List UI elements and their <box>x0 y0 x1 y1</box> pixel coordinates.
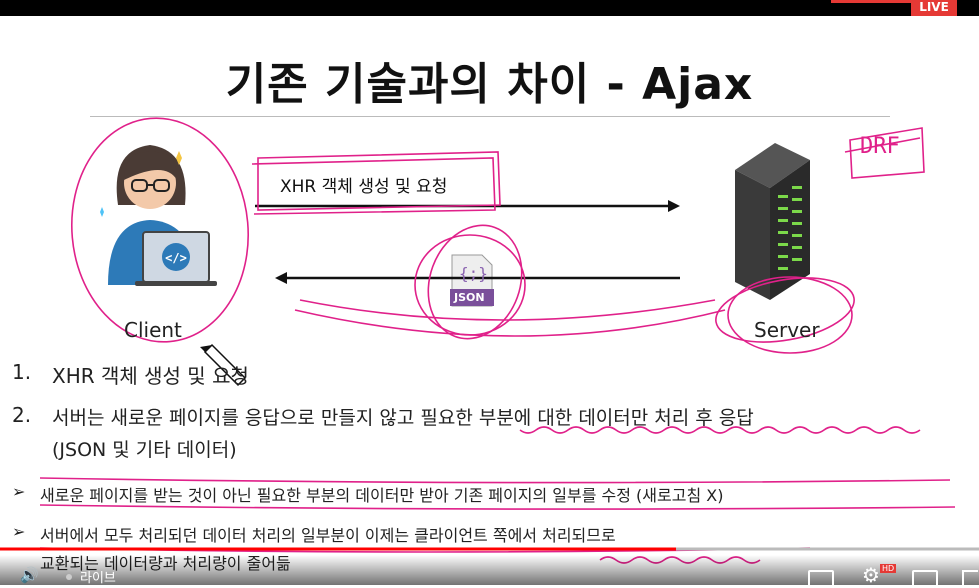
live-badge: LIVE <box>911 0 957 16</box>
bullet-mark-2: ➢ <box>12 522 26 541</box>
drf-annotation: DRF <box>860 134 900 159</box>
live-dot <box>66 574 72 580</box>
json-symbol: {;} <box>459 264 488 283</box>
bullet-2: 서버에서 모두 처리되던 데이터 처리의 일부분이 이제는 클라이언트 쪽에서 … <box>40 526 616 545</box>
title-divider <box>90 116 890 117</box>
hd-badge: HD <box>880 564 897 573</box>
subtitles-icon[interactable] <box>808 570 834 588</box>
list-number-2: 2. <box>12 403 32 427</box>
settings-icon[interactable]: ⚙ <box>862 563 880 587</box>
client-icon: </> <box>100 145 217 286</box>
json-file-icon <box>450 254 494 307</box>
server-label: Server <box>754 318 820 342</box>
live-label[interactable]: 라이브 <box>80 571 116 586</box>
pencil-cursor-icon <box>200 343 247 387</box>
live-strip <box>831 0 911 3</box>
client-label: Client <box>124 318 182 342</box>
bullet-mark-1: ➢ <box>12 482 26 501</box>
server-icon <box>735 143 810 300</box>
bullet-1: 새로운 페이지를 받는 것이 아닌 필요한 부분의 데이터만 받아 기존 페이지… <box>40 486 724 505</box>
slide-title: 기존 기술과의 차이 - Ajax <box>225 59 754 110</box>
json-label: JSON <box>454 291 485 304</box>
list-number-1: 1. <box>12 360 32 384</box>
list-item-1: XHR 객체 생성 및 요청 <box>52 364 249 388</box>
svg-text:</>: </> <box>165 251 187 265</box>
volume-icon[interactable]: 🔊 <box>20 566 39 584</box>
video-top-bar <box>0 0 979 16</box>
list-item-2: 서버는 새로운 페이지를 응답으로 만들지 않고 필요한 부분에 대한 데이터만… <box>52 407 754 429</box>
list-item-2-cont: (JSON 및 기타 데이터) <box>52 439 237 461</box>
miniplayer-icon[interactable] <box>912 570 938 588</box>
fullscreen-icon[interactable] <box>962 570 978 586</box>
request-label: XHR 객체 생성 및 요청 <box>280 177 448 197</box>
